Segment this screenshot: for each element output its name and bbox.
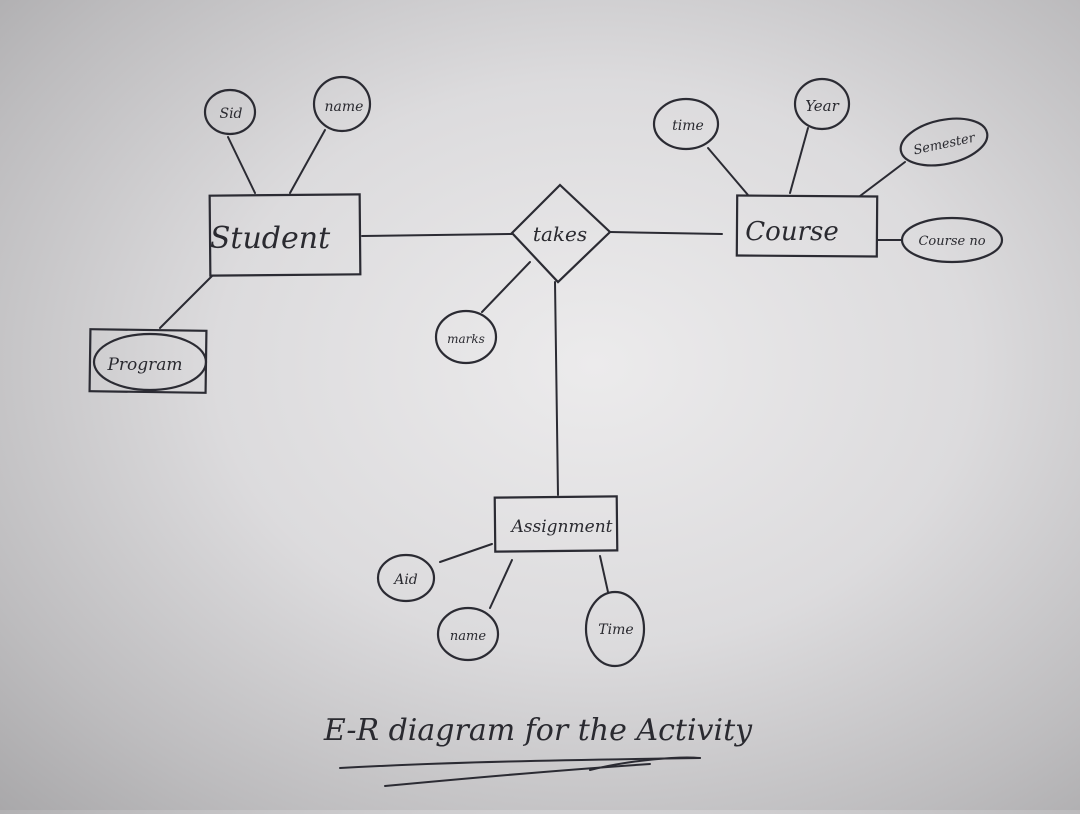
caption-underline	[339, 757, 701, 769]
attribute-student-name-label: name	[325, 99, 364, 115]
line-takes-course	[609, 231, 723, 235]
line-course-year	[789, 127, 809, 194]
caption-underline-2	[384, 763, 651, 787]
line-course-time	[707, 147, 749, 196]
attribute-sid-label: Sid	[219, 106, 242, 122]
entity-student-label: Student	[210, 221, 331, 256]
caption-underline-3	[589, 756, 701, 771]
attribute-marks: marks	[434, 309, 498, 365]
attribute-assignment-time-label: Time	[598, 622, 633, 638]
line-student-sid	[227, 136, 256, 194]
attribute-aid: Aid	[376, 553, 436, 603]
entity-course-label: Course	[745, 217, 838, 247]
attribute-course-semester-label: Semester	[912, 131, 977, 159]
connector-lines	[159, 127, 906, 609]
line-assignment-aid	[439, 543, 493, 563]
attribute-sid: Sid	[203, 88, 257, 136]
attribute-assignment-name: name	[436, 606, 500, 662]
attribute-marks-label: marks	[447, 332, 485, 346]
entity-program: Program	[88, 328, 208, 394]
line-assignment-time	[599, 555, 609, 593]
entity-assignment-label: Assignment	[510, 517, 613, 537]
entity-program-label: Program	[106, 355, 182, 375]
attribute-course-semester: Semester	[899, 117, 989, 167]
attribute-aid-label: Aid	[392, 572, 418, 588]
entity-course: Course	[735, 194, 879, 258]
relationship-takes-label: takes	[533, 222, 587, 246]
attribute-course-no: Course no	[900, 216, 1004, 264]
line-assignment-name	[489, 559, 513, 609]
line-student-name	[289, 129, 326, 194]
attribute-course-time-label: time	[672, 118, 704, 134]
line-takes-assignment	[554, 281, 559, 496]
line-takes-marks	[481, 261, 531, 313]
line-student-takes	[361, 233, 513, 237]
attribute-course-time: time	[652, 97, 720, 151]
attribute-assignment-name-label: name	[450, 629, 486, 644]
attribute-student-name: name	[312, 75, 372, 133]
attribute-course-year-label: Year	[805, 97, 839, 115]
attribute-assignment-time: Time	[584, 590, 646, 668]
diagram-caption: E-R diagram for the Activity	[323, 713, 753, 787]
relationship-takes: takes	[510, 183, 612, 284]
attribute-course-year: Year	[793, 77, 851, 131]
entity-student: Student	[208, 193, 362, 277]
caption-text: E-R diagram for the Activity	[323, 713, 753, 748]
entity-assignment: Assignment	[493, 495, 619, 553]
attribute-course-no-label: Course no	[918, 234, 985, 249]
line-student-program	[159, 275, 213, 329]
line-course-semester	[859, 161, 906, 197]
